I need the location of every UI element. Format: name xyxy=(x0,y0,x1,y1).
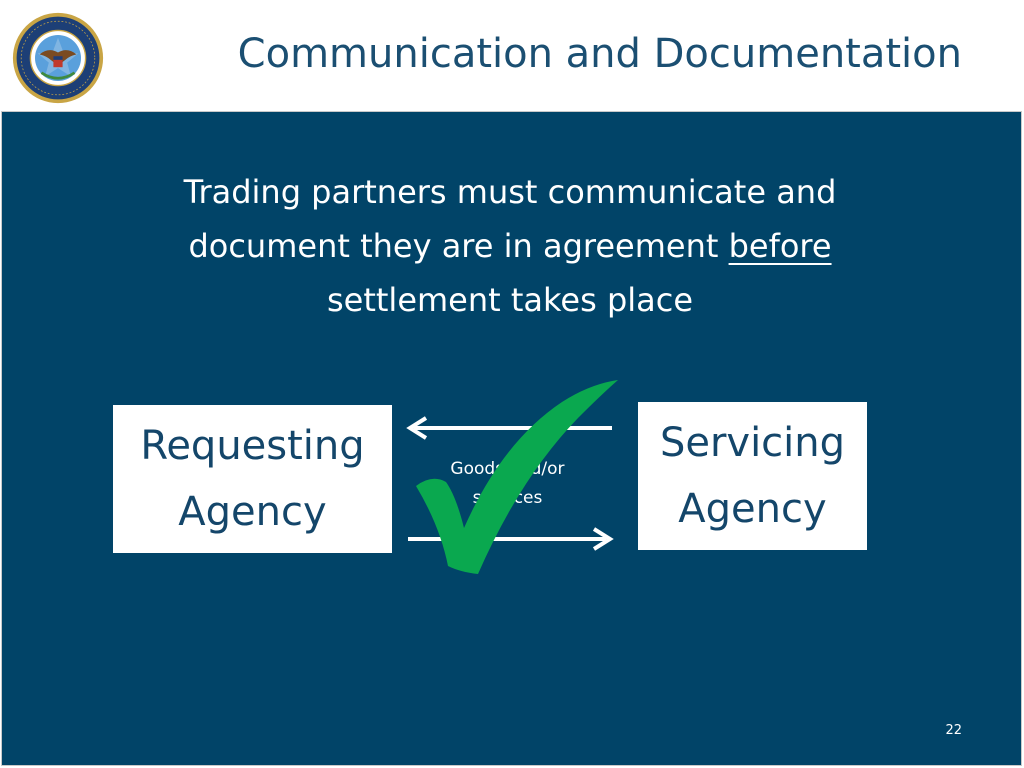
requesting-agency-line-2: Agency xyxy=(178,489,327,535)
statement-line-2: document they are in agreement before xyxy=(120,219,900,273)
arrow-left-icon xyxy=(406,416,612,440)
statement-line-3: settlement takes place xyxy=(326,281,694,319)
servicing-agency-box: Servicing Agency xyxy=(638,402,867,550)
page-number: 22 xyxy=(945,723,962,738)
slide-title: Communication and Documentation xyxy=(237,31,962,77)
statement-line-1: Trading partners must communicate and xyxy=(183,173,837,211)
servicing-agency-line-2: Agency xyxy=(678,486,827,532)
statement-emphasis: before xyxy=(728,227,832,265)
requesting-agency-box: Requesting Agency xyxy=(113,405,392,553)
slide-header: Communication and Documentation xyxy=(0,0,1024,110)
statement-line-2-text: document they are in agreement xyxy=(188,227,729,265)
dod-seal-icon xyxy=(12,12,104,104)
agreement-statement: Trading partners must communicate and do… xyxy=(120,165,900,327)
green-checkmark-icon xyxy=(416,380,618,574)
servicing-agency-line-1: Servicing xyxy=(659,420,846,466)
requesting-agency-line-1: Requesting xyxy=(140,423,365,469)
